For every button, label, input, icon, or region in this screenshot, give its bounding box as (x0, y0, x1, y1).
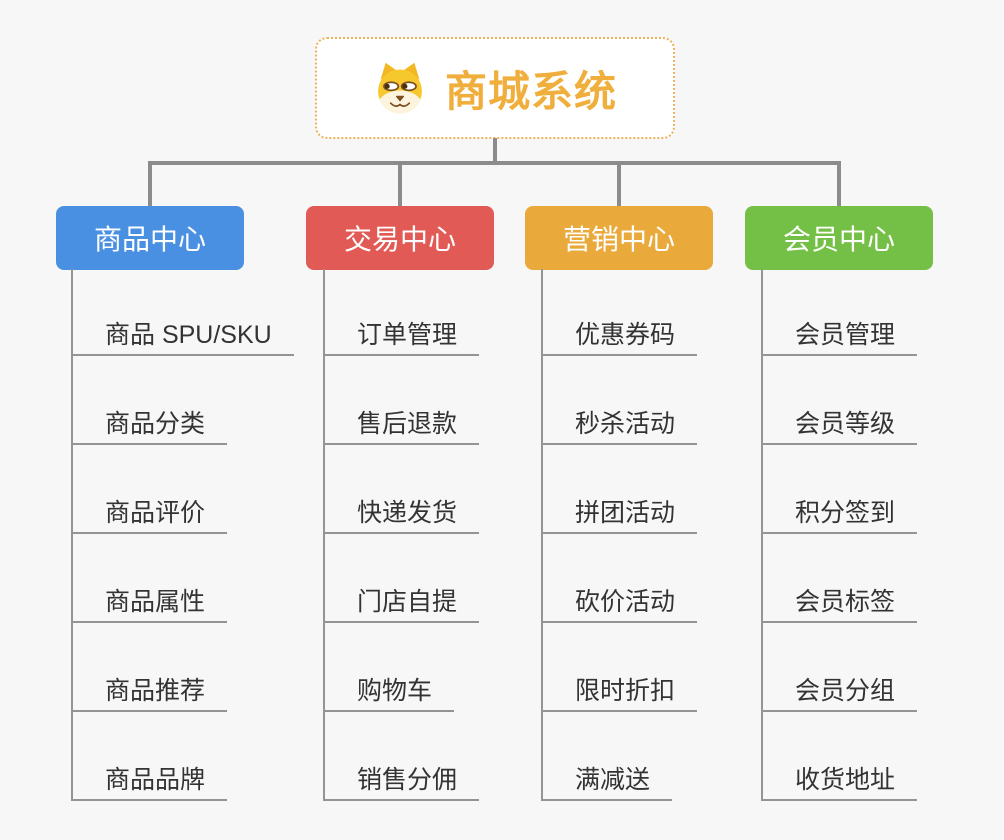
mindmap-item[interactable]: 快递发货 (324, 500, 480, 534)
mindmap-item[interactable]: 商品评价 (72, 500, 228, 534)
item-label: 商品评价 (72, 500, 228, 534)
item-label: 商品属性 (72, 589, 228, 623)
branch-header[interactable]: 商品中心 (56, 206, 244, 270)
branch-label: 营销中心 (562, 224, 675, 255)
item-label: 会员管理 (762, 322, 918, 356)
mindmap-item[interactable]: 门店自提 (324, 589, 480, 623)
item-label: 商品分类 (72, 411, 228, 445)
drop-line (148, 161, 152, 206)
mindmap-item[interactable]: 会员等级 (762, 411, 918, 445)
root-node[interactable]: 商城系统 (315, 37, 675, 139)
branch-label: 交易中心 (343, 224, 456, 255)
branch-header[interactable]: 交易中心 (306, 206, 494, 270)
branch-header[interactable]: 会员中心 (745, 206, 933, 270)
item-label: 快递发货 (324, 500, 480, 534)
bus-line (148, 161, 841, 165)
mindmap-item[interactable]: 会员分组 (762, 678, 918, 712)
item-label: 购物车 (324, 678, 455, 712)
item-label: 砍价活动 (542, 589, 698, 623)
drop-line (837, 161, 841, 206)
mindmap-item[interactable]: 销售分佣 (324, 767, 480, 801)
drop-line (398, 161, 402, 206)
item-label: 商品 SPU/SKU (72, 322, 294, 356)
mindmap-item[interactable]: 优惠券码 (542, 322, 698, 356)
item-label: 会员分组 (762, 678, 918, 712)
mindmap-item[interactable]: 商品推荐 (72, 678, 228, 712)
mindmap-item[interactable]: 商品品牌 (72, 767, 228, 801)
item-label: 限时折扣 (542, 678, 698, 712)
mindmap-item[interactable]: 会员管理 (762, 322, 918, 356)
item-label: 秒杀活动 (542, 411, 698, 445)
mindmap-item[interactable]: 秒杀活动 (542, 411, 698, 445)
item-label: 销售分佣 (324, 767, 480, 801)
mindmap-item[interactable]: 砍价活动 (542, 589, 698, 623)
branch-label: 商品中心 (93, 224, 206, 255)
item-label: 商品推荐 (72, 678, 228, 712)
item-label: 订单管理 (324, 322, 480, 356)
root-title: 商城系统 (444, 67, 617, 115)
doge-icon (378, 62, 422, 114)
branch-label: 会员中心 (782, 224, 895, 255)
branch-spine-line (761, 269, 763, 801)
mindmap-item[interactable]: 拼团活动 (542, 500, 698, 534)
mindmap-item[interactable]: 售后退款 (324, 411, 480, 445)
mindmap-item[interactable]: 会员标签 (762, 589, 918, 623)
item-label: 满减送 (542, 767, 673, 801)
item-label: 售后退款 (324, 411, 480, 445)
branch-header[interactable]: 营销中心 (525, 206, 713, 270)
item-label: 会员标签 (762, 589, 918, 623)
root-stub-line (493, 138, 497, 165)
mindmap-item[interactable]: 满减送 (542, 767, 673, 801)
item-label: 商品品牌 (72, 767, 228, 801)
item-label: 优惠券码 (542, 322, 698, 356)
mindmap-item[interactable]: 购物车 (324, 678, 455, 712)
mindmap-item[interactable]: 积分签到 (762, 500, 918, 534)
mindmap-item[interactable]: 限时折扣 (542, 678, 698, 712)
mindmap-item[interactable]: 订单管理 (324, 322, 480, 356)
branch-spine-line (541, 269, 543, 801)
item-label: 拼团活动 (542, 500, 698, 534)
mindmap-item[interactable]: 商品属性 (72, 589, 228, 623)
branch-spine-line (71, 269, 73, 801)
mindmap-item[interactable]: 商品分类 (72, 411, 228, 445)
item-label: 会员等级 (762, 411, 918, 445)
item-label: 门店自提 (324, 589, 480, 623)
mindmap-item[interactable]: 商品 SPU/SKU (72, 322, 294, 356)
branch-spine-line (323, 269, 325, 801)
item-label: 收货地址 (762, 767, 918, 801)
item-label: 积分签到 (762, 500, 918, 534)
drop-line (617, 161, 621, 206)
mindmap-item[interactable]: 收货地址 (762, 767, 918, 801)
